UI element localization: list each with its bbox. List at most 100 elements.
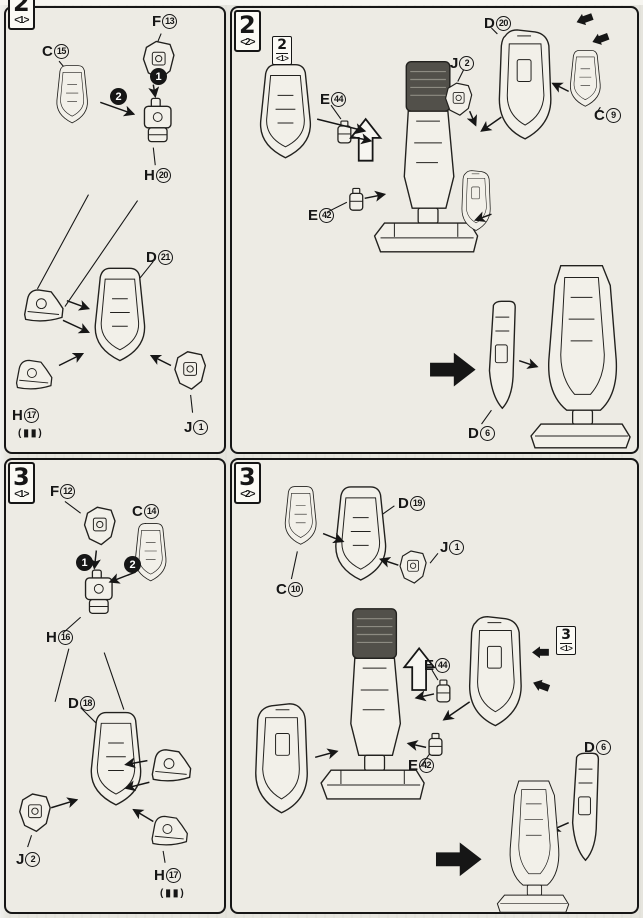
part-letter: E xyxy=(320,91,331,108)
assembled-leg-drawing xyxy=(496,780,570,913)
part-C15-drawing xyxy=(56,65,88,124)
polycap-icons: (▮▮) xyxy=(18,428,44,439)
leader-lines xyxy=(36,33,194,413)
sequence-marker-2: 2 xyxy=(110,88,127,105)
part-H20-drawing xyxy=(143,97,172,143)
part-letter: H xyxy=(144,167,155,184)
part-number-circle: 18 xyxy=(79,696,95,711)
polycap-icons: (▮▮) xyxy=(160,888,186,899)
step-badge-3-1: 3 <1> xyxy=(8,462,35,505)
part-number-circle: 1 xyxy=(193,420,209,435)
result-arrow-icon xyxy=(435,842,482,877)
ankle-guard-drawing xyxy=(23,289,64,322)
part-number-circle: 14 xyxy=(143,504,159,519)
part-letter: D xyxy=(68,695,79,712)
part-number-circle: 42 xyxy=(419,758,435,773)
attach-arrow-icon xyxy=(574,10,595,28)
sequence-marker-2: 2 xyxy=(124,556,141,573)
part-number-circle: 2 xyxy=(459,56,475,71)
sequence-marker-1: 1 xyxy=(150,68,167,85)
part-number-circle: 16 xyxy=(57,630,73,645)
step-variant: <1> xyxy=(14,489,29,501)
part-letter: H xyxy=(46,629,57,646)
step-badge-2-2: 2 <2> xyxy=(234,10,261,53)
part-J1-drawing xyxy=(399,550,427,584)
part-letter: J xyxy=(16,851,25,868)
ref-step-number: 3 xyxy=(560,627,573,644)
part-letter: F xyxy=(152,13,162,30)
part-E42-drawing xyxy=(349,187,364,211)
part-number-circle: 20 xyxy=(495,16,511,31)
part-letter: E xyxy=(424,657,435,674)
ref-step-variant: <1> xyxy=(276,53,289,63)
part-letter: H xyxy=(154,867,165,884)
part-D6-drawing xyxy=(488,300,516,409)
part-C14-drawing xyxy=(134,523,167,582)
rear-shin-drawing xyxy=(461,170,491,231)
attach-arrow-icon xyxy=(590,30,611,48)
step-variant: <2> xyxy=(240,37,255,49)
part-D19-drawing xyxy=(335,486,387,581)
result-arrow-icon xyxy=(430,352,476,387)
scan-margin xyxy=(0,0,643,5)
part-D18-drawing xyxy=(90,711,142,806)
ref-step-variant: <1> xyxy=(560,643,573,653)
step-number: 2 xyxy=(13,0,30,17)
attach-arrow-icon xyxy=(532,646,549,659)
attach-arrow-icon xyxy=(531,676,551,694)
subassembly-ref-3-1: 3 <1> xyxy=(556,626,577,656)
part-letter: D xyxy=(468,425,479,442)
subassembly-2-1-drawing xyxy=(259,63,312,159)
rear-calf-drawing xyxy=(468,615,522,727)
part-H17-drawing xyxy=(15,359,53,390)
ref-step-number: 2 xyxy=(276,37,289,54)
step-variant: <1> xyxy=(14,15,29,27)
part-letter: D xyxy=(146,249,157,266)
part-letter: D xyxy=(398,495,409,512)
part-number-circle: 6 xyxy=(595,740,611,755)
part-number-circle: 42 xyxy=(319,208,335,223)
assembled-leg-drawing xyxy=(530,264,631,449)
step-variant: <2> xyxy=(240,489,255,501)
part-number-circle: 44 xyxy=(331,92,347,107)
part-number-circle: 17 xyxy=(165,868,181,883)
part-E44-drawing xyxy=(436,679,451,703)
part-number-circle: 10 xyxy=(287,582,303,597)
part-J2-drawing xyxy=(445,82,473,116)
part-letter: D xyxy=(484,15,495,32)
assembly-arrows xyxy=(58,84,172,367)
part-number-circle: 17 xyxy=(23,408,39,423)
part-H16-drawing xyxy=(84,569,113,615)
assembly-drawing-2-1 xyxy=(15,33,207,413)
part-letter: C xyxy=(594,107,605,124)
step-badge-3-2: 3 <2> xyxy=(234,462,261,505)
part-letter: F xyxy=(50,483,60,500)
part-J1-drawing xyxy=(174,351,207,390)
assembly-drawing-3-1 xyxy=(19,500,192,863)
part-number-circle: 44 xyxy=(435,658,451,673)
part-letter: D xyxy=(584,739,595,756)
part-D21-drawing xyxy=(94,267,146,362)
assembly-drawing-3-2 xyxy=(255,486,600,913)
part-F12-drawing xyxy=(83,506,116,546)
part-letter: C xyxy=(276,581,287,598)
